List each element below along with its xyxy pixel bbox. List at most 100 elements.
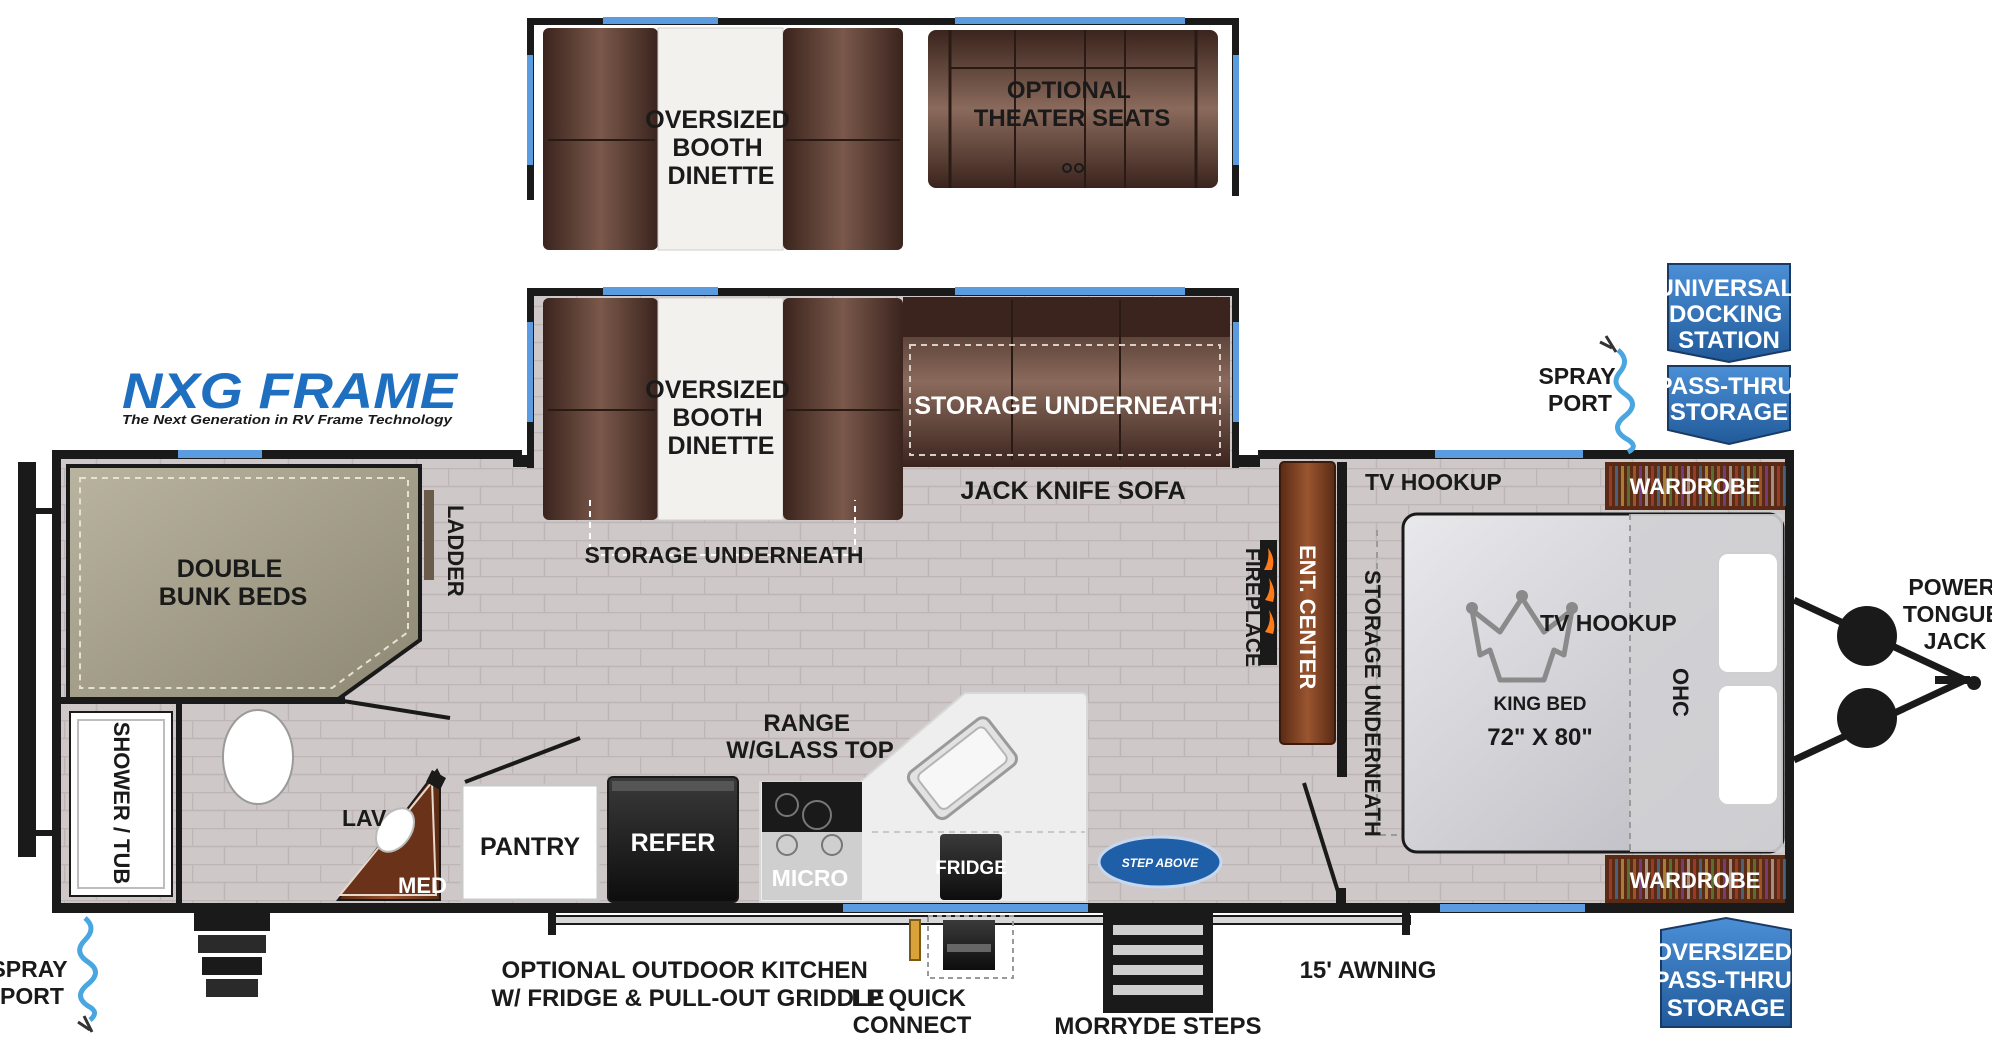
toilet — [222, 709, 294, 805]
wardrobe-clothing — [1771, 466, 1774, 506]
oversized-pass-thru-label: OVERSIZED PASS-THRU STORAGE — [1653, 939, 1798, 1022]
wardrobe-clothing — [1615, 466, 1618, 506]
top-dinette-label: OVERSIZED BOOTH DINETTE — [645, 106, 796, 190]
wardrobe-clothing — [1645, 466, 1648, 506]
main-dinette: OVERSIZED BOOTH DINETTE STORAGE UNDERNEA… — [543, 297, 903, 568]
bathroom: SHOWER / TUB LAV MED — [69, 698, 581, 903]
micro-label: MICRO — [772, 865, 849, 891]
wardrobe-clothing — [1771, 859, 1774, 899]
wardrobe-clothing — [1693, 859, 1696, 899]
ladder-label: LADDER — [443, 505, 468, 597]
wardrobe-clothing — [1705, 466, 1708, 506]
wardrobe-clothing — [1639, 466, 1642, 506]
oversized-pass-thru-badge: OVERSIZED PASS-THRU STORAGE — [1653, 916, 1798, 1028]
microwave — [762, 832, 862, 900]
king-bed: STORAGE UNDERNEATH TV HOOKUP KING BED 72… — [1360, 512, 1785, 854]
jack-knife-sofa: STORAGE UNDERNEATH JACK KNIFE SOFA — [903, 297, 1230, 505]
spray-port-right-label: SPRAY PORT — [1538, 363, 1621, 416]
fridge-label: FRIDGE — [935, 858, 1007, 879]
tv-hookup-bed-label: TV HOOKUP — [1540, 610, 1677, 636]
wardrobe-clothing — [1633, 466, 1636, 506]
wardrobe-clothing — [1675, 859, 1678, 899]
rear-steps — [194, 913, 270, 997]
wardrobe-clothing — [1705, 859, 1708, 899]
lp-quick-connect — [909, 919, 921, 961]
fireplace-label: FIREPLACE — [1241, 548, 1264, 667]
wardrobe-clothing — [1645, 859, 1648, 899]
wardrobe-clothing — [1753, 859, 1756, 899]
wardrobe-clothing — [1639, 859, 1642, 899]
step-above-logo: STEP ABOVE — [1097, 835, 1223, 889]
wardrobe-clothing — [1747, 859, 1750, 899]
morryde-steps-label: MORRYDE STEPS — [1054, 1013, 1261, 1040]
wardrobe-clothing — [1615, 859, 1618, 899]
wardrobe-clothing — [1633, 859, 1636, 899]
wardrobe-clothing — [1657, 859, 1660, 899]
wardrobe-clothing — [1735, 859, 1738, 899]
logo-wordmark: NXG FRAME — [122, 363, 459, 419]
shower-tub — [69, 711, 173, 897]
main-dinette-label: OVERSIZED BOOTH DINETTE — [645, 376, 796, 460]
hitch-and-tongue-jack: POWER TONGUE JACK — [1792, 574, 1992, 764]
power-tongue-jack-label: POWER TONGUE JACK — [1903, 574, 1992, 654]
spray-port-left-label: SPRAY PORT — [0, 956, 74, 1009]
universal-docking-station-badge: UNIVERSAL DOCKING STATION — [1657, 263, 1795, 364]
wardrobe-clothing — [1651, 859, 1654, 899]
lp-quick-connect-label: LP QUICK CONNECT — [852, 985, 973, 1039]
range-label: RANGE W/GLASS TOP — [726, 710, 894, 764]
wardrobe-clothing — [1717, 859, 1720, 899]
wardrobe-clothing — [1669, 859, 1672, 899]
wardrobe-clothing — [1777, 859, 1780, 899]
wardrobe-clothing — [1753, 466, 1756, 506]
wardrobe-clothing — [1741, 466, 1744, 506]
spray-port-left: SPRAY PORT — [0, 916, 98, 1033]
exterior-walls — [18, 287, 1794, 913]
shower-label: SHOWER / TUB — [109, 722, 134, 885]
wardrobe-clothing — [1627, 466, 1630, 506]
ent-center-label: ENT. CENTER — [1295, 545, 1320, 689]
wardrobe-clothing — [1765, 466, 1768, 506]
bed-storage-label: STORAGE UNDERNEATH — [1360, 570, 1385, 837]
awning-label: 15' AWNING — [1300, 957, 1437, 984]
kitchen-sink — [906, 716, 1018, 821]
wardrobe-top-label: WARDROBE — [1630, 474, 1761, 499]
wardrobe-clothing — [1717, 466, 1720, 506]
wardrobe-clothing — [1663, 466, 1666, 506]
lav-label: LAV — [342, 805, 387, 831]
pantry-label: PANTRY — [480, 833, 580, 861]
dinette-storage-label: STORAGE UNDERNEATH — [585, 542, 864, 568]
king-bed-label: KING BED — [1494, 694, 1587, 715]
med-label: MED — [398, 873, 447, 898]
wardrobe-clothing — [1669, 466, 1672, 506]
wardrobe-clothing — [1729, 859, 1732, 899]
wardrobe-clothing — [1699, 466, 1702, 506]
wardrobe-clothing — [1723, 859, 1726, 899]
wardrobe-clothing — [1663, 859, 1666, 899]
wardrobe-clothing — [1699, 859, 1702, 899]
optional-slideout-diagram: OVERSIZED BOOTH DINETTE OPTIONAL THEATER… — [527, 17, 1239, 251]
wardrobe-clothing — [1651, 466, 1654, 506]
wardrobe-bottom: WARDROBE — [1605, 855, 1786, 903]
wardrobe-clothing — [1627, 859, 1630, 899]
wardrobe-clothing — [1693, 466, 1696, 506]
spray-port-right: SPRAY PORT — [1538, 335, 1636, 455]
wardrobe-top: WARDROBE — [1605, 462, 1786, 510]
theater-seats-label: OPTIONAL THEATER SEATS — [974, 77, 1170, 132]
wardrobe-clothing — [1711, 466, 1714, 506]
wardrobe-clothing — [1783, 859, 1786, 899]
logo-tagline: The Next Generation in RV Frame Technolo… — [122, 412, 453, 427]
wardrobe-clothing — [1621, 859, 1624, 899]
wardrobe-clothing — [1723, 466, 1726, 506]
bunk-beds-label: DOUBLE BUNK BEDS — [159, 555, 308, 611]
ohc-label: OHC — [1668, 668, 1693, 717]
wardrobe-clothing — [1681, 466, 1684, 506]
wardrobe-bottom-label: WARDROBE — [1630, 868, 1761, 893]
sofa-storage-label: STORAGE UNDERNEATH — [914, 392, 1217, 420]
pantry: PANTRY — [460, 783, 600, 902]
wardrobe-clothing — [1687, 466, 1690, 506]
step-above-label: STEP ABOVE — [1122, 856, 1199, 870]
wardrobe-clothing — [1777, 466, 1780, 506]
wardrobe-clothing — [1657, 466, 1660, 506]
refrigerator: REFER — [607, 776, 739, 903]
